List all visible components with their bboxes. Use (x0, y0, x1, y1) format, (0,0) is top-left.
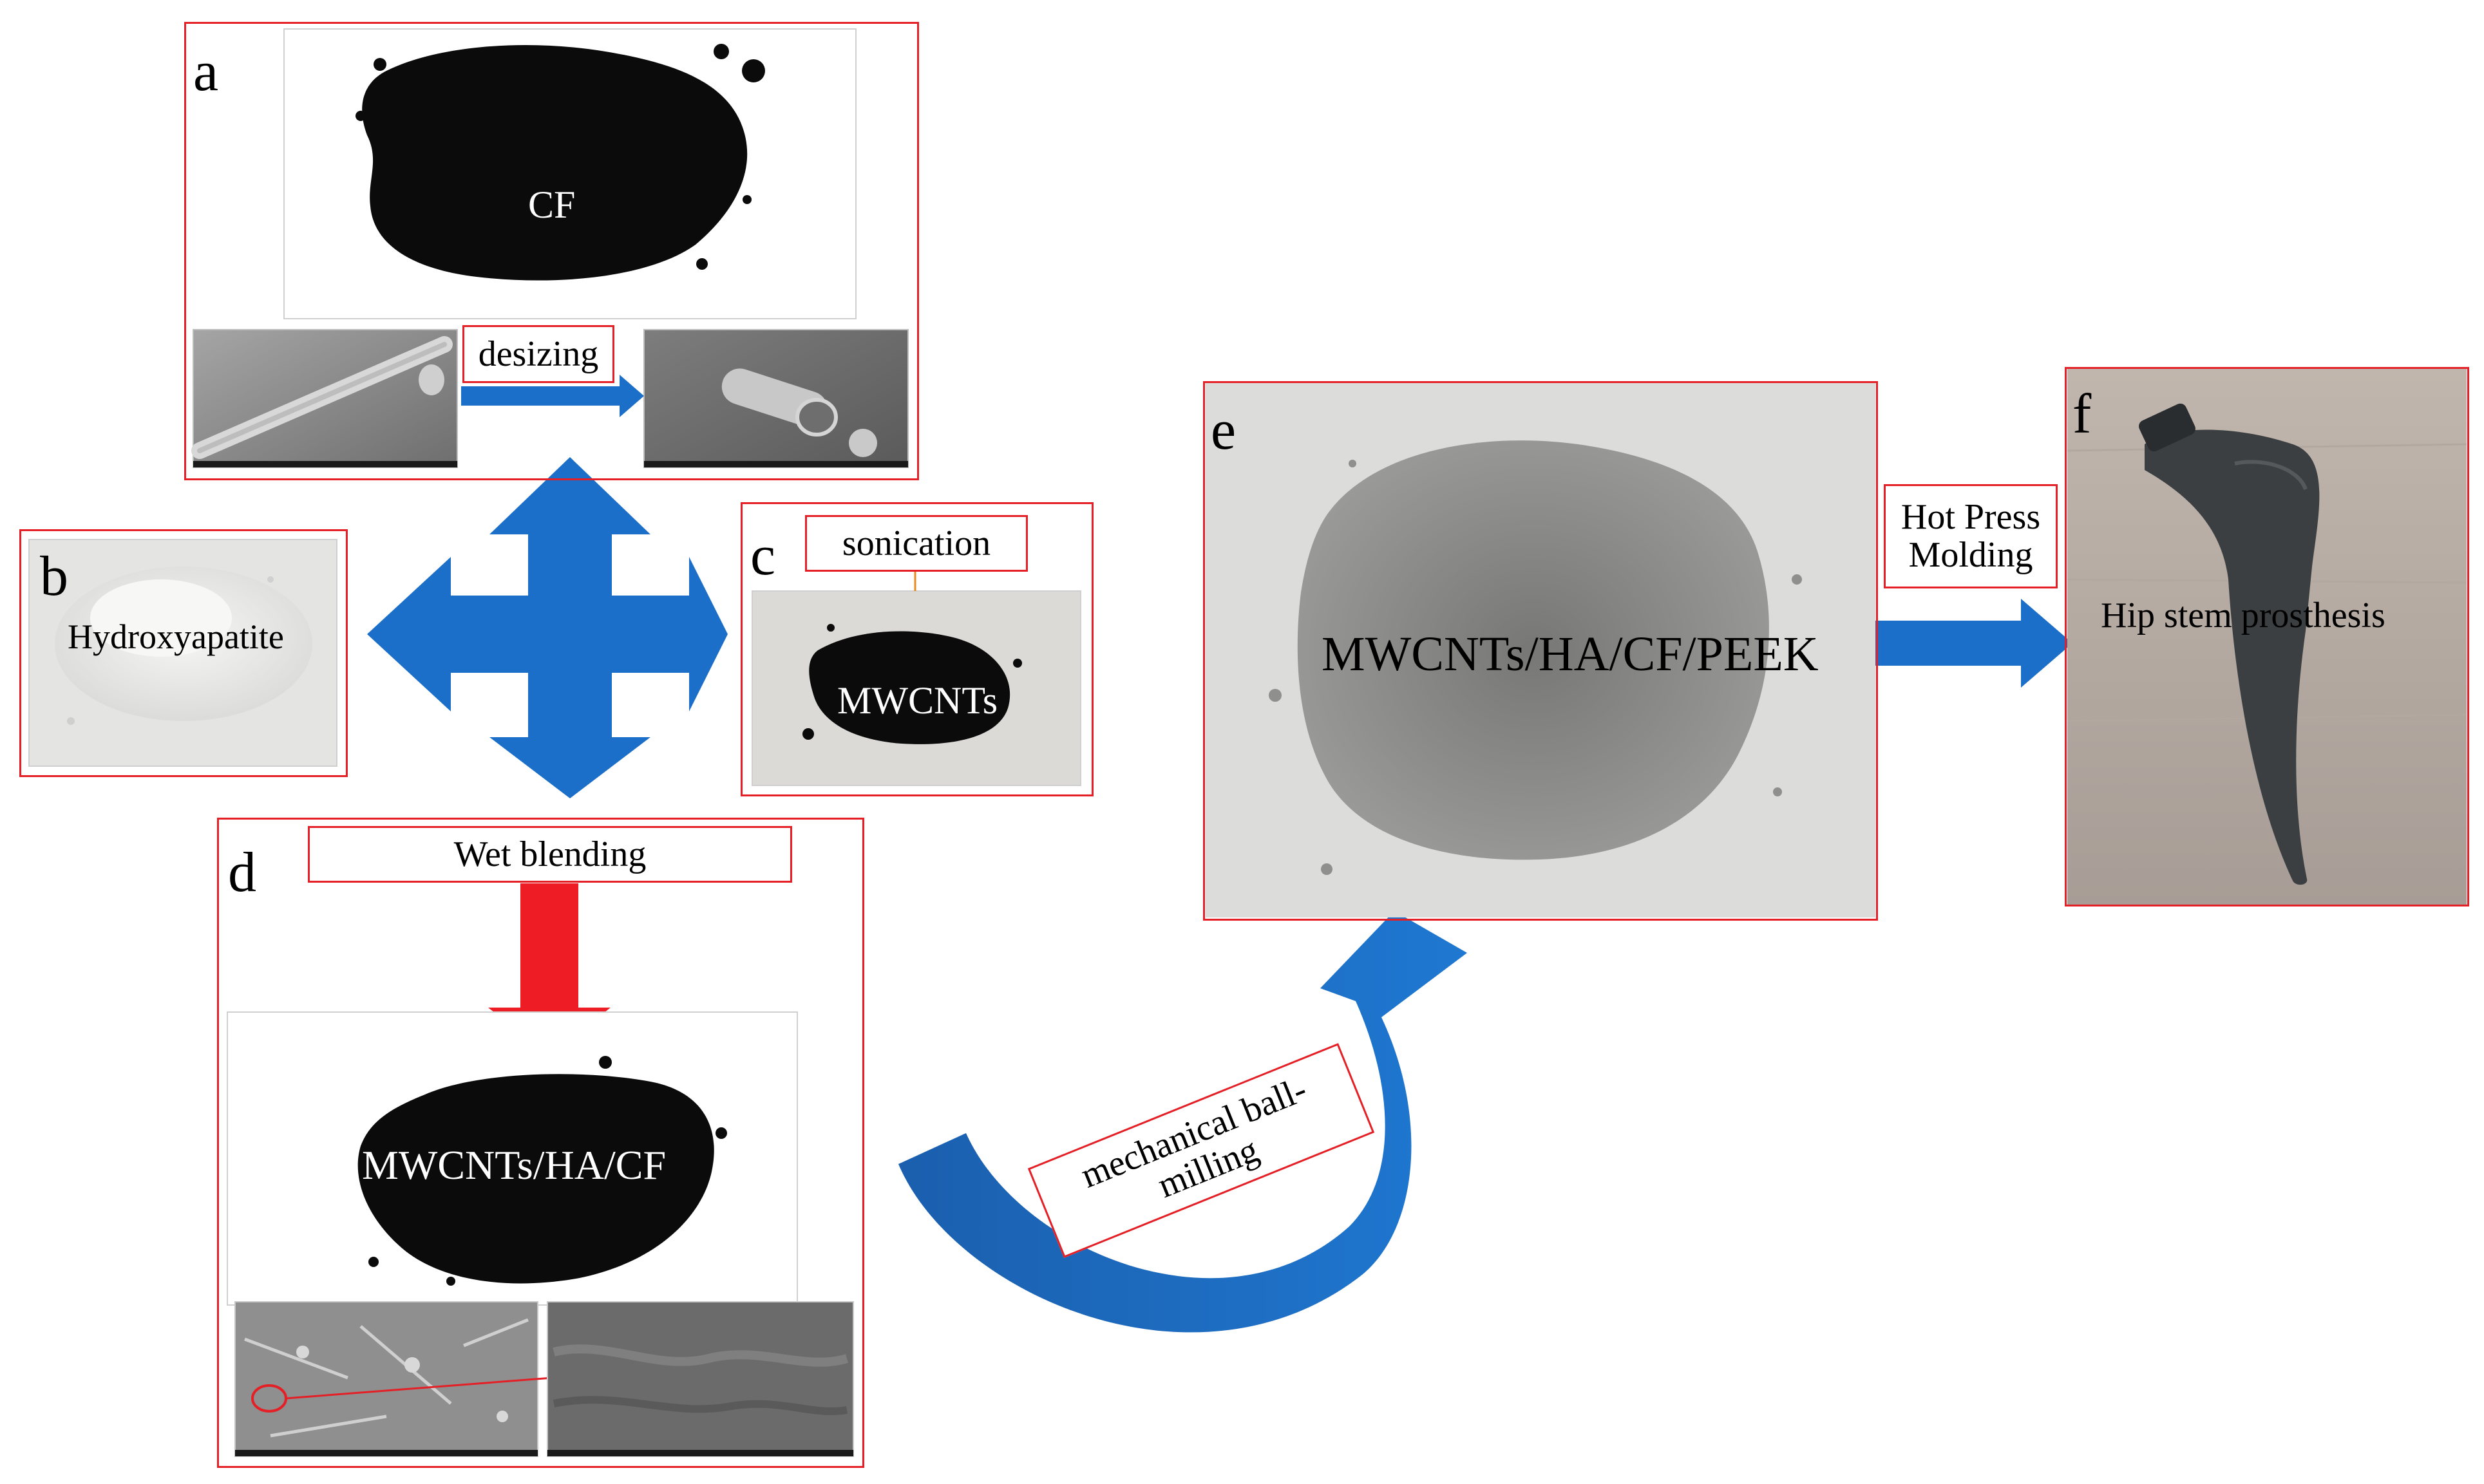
mwcnts-label: MWCNTs (837, 681, 998, 720)
hot-press-label: Hot Press Molding (1884, 484, 2058, 588)
cf-label: CF (528, 185, 575, 224)
panel-e-letter: e (1211, 402, 1236, 459)
peek-composite-label: MWCNTs/HA/CF/PEEK (1322, 630, 1819, 679)
panel-f-letter: f (2072, 386, 2091, 443)
panel-b-letter: b (40, 549, 68, 605)
desizing-label: desizing (462, 325, 614, 383)
wet-blending-label: Wet blending (308, 826, 792, 883)
four-way-arrow (367, 457, 728, 798)
panel-c-letter: c (750, 528, 775, 585)
panel-f-frame (2065, 367, 2469, 906)
sonication-label: sonication (805, 515, 1028, 572)
hydroxyapatite-label: Hydroxyapatite (68, 619, 284, 654)
hot-press-line2: Molding (1909, 536, 2033, 574)
hip-stem-label: Hip stem prosthesis (2101, 597, 2385, 634)
panel-d-letter: d (228, 845, 256, 901)
hot-press-arrow-shaft (1875, 621, 2024, 666)
hot-press-line1: Hot Press (1901, 498, 2040, 536)
panel-a-frame (184, 22, 919, 480)
panel-a-letter: a (193, 44, 218, 100)
blend-label: MWCNTs/HA/CF (362, 1145, 666, 1186)
